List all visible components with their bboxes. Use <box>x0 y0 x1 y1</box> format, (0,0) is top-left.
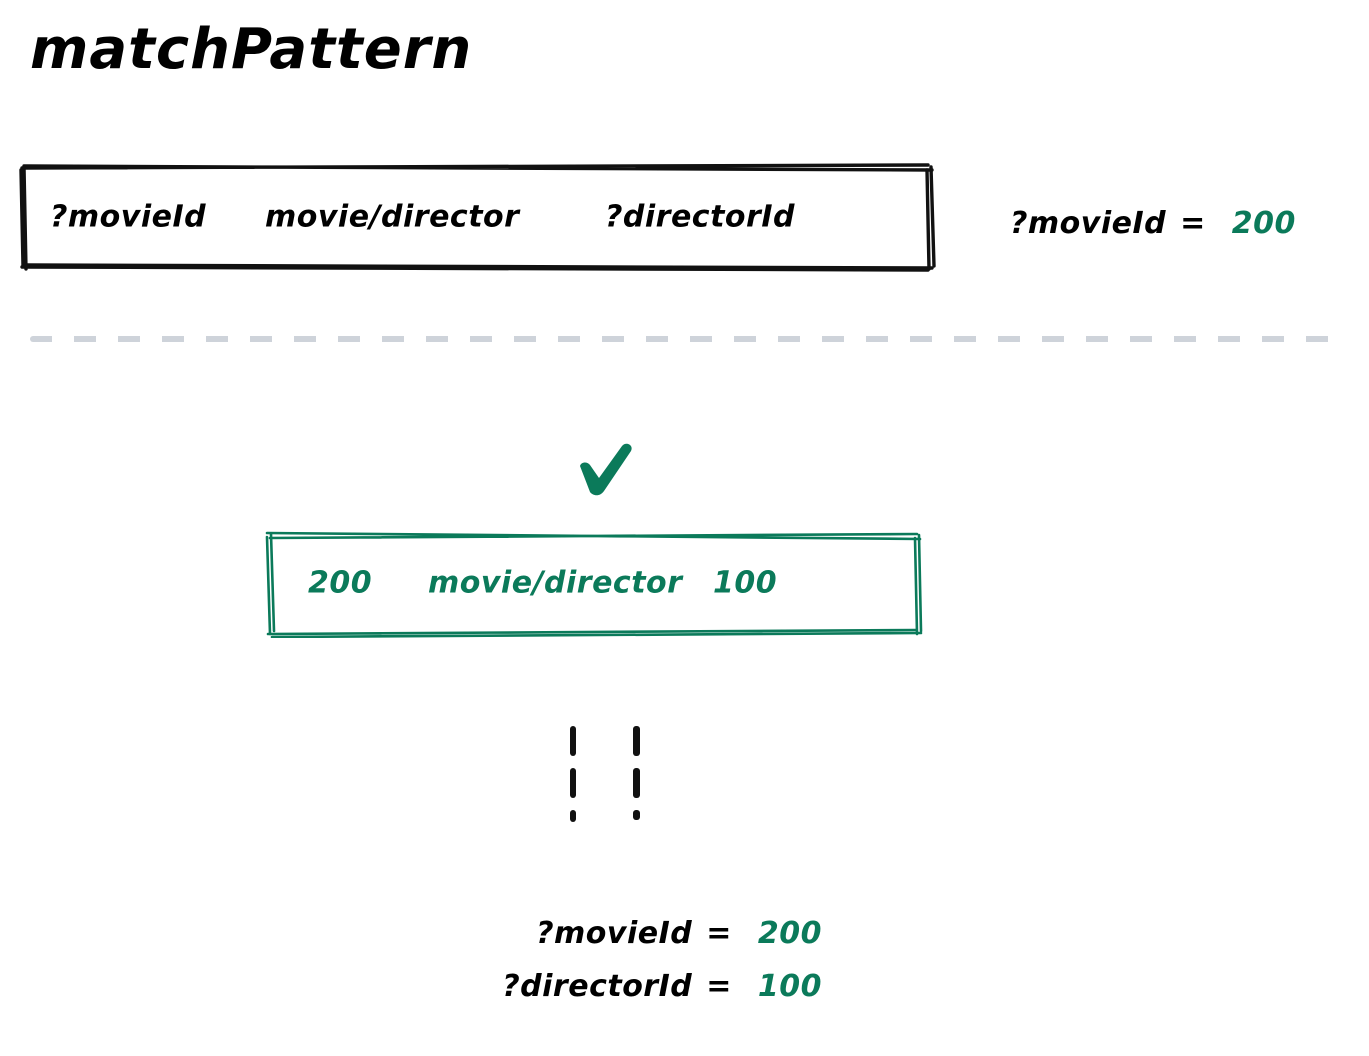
section-separator <box>30 336 1345 342</box>
result-binding-variable: ?directorId <box>502 969 693 1004</box>
input-binding-value: 200 <box>1231 206 1296 241</box>
connector-dash <box>633 726 640 756</box>
fact-predicate: movie/director <box>428 565 683 601</box>
input-binding-equals: = <box>1180 206 1206 241</box>
triple-pattern-box: ?movieId movie/director ?directorId <box>18 162 936 272</box>
result-binding-row: ?movieId = 200 <box>0 916 822 951</box>
connector-dash <box>570 768 576 798</box>
result-binding-value: 200 <box>757 916 822 951</box>
pattern-triple-row: ?movieId movie/director ?directorId <box>50 200 795 235</box>
connector-dash <box>570 726 576 756</box>
result-binding-equals: = <box>706 916 732 951</box>
input-binding-variable: ?movieId <box>1010 206 1167 241</box>
pattern-subject: ?movieId <box>50 199 207 235</box>
result-binding-variable: ?movieId <box>536 916 693 951</box>
pattern-predicate: movie/director <box>265 199 520 235</box>
matched-triple-box: 200 movie/director 100 <box>264 528 924 638</box>
connector-dash <box>570 810 576 822</box>
fact-triple-row: 200 movie/director 100 <box>308 566 777 601</box>
page-title: matchPattern <box>30 17 473 82</box>
pattern-object: ?directorId <box>605 199 795 235</box>
dotted-down-arrow-icon <box>560 726 650 822</box>
fact-object: 100 <box>713 565 778 601</box>
fact-subject: 200 <box>308 565 373 601</box>
result-binding-equals: = <box>706 969 732 1004</box>
input-binding: ?movieId = 200 <box>1010 206 1296 241</box>
result-bindings-list: ?movieId = 200 ?directorId = 100 <box>0 916 822 1022</box>
connector-dash <box>633 768 640 798</box>
connector-dash <box>633 810 640 820</box>
check-icon <box>580 443 632 496</box>
result-binding-row: ?directorId = 100 <box>0 969 822 1004</box>
result-binding-value: 100 <box>757 969 822 1004</box>
